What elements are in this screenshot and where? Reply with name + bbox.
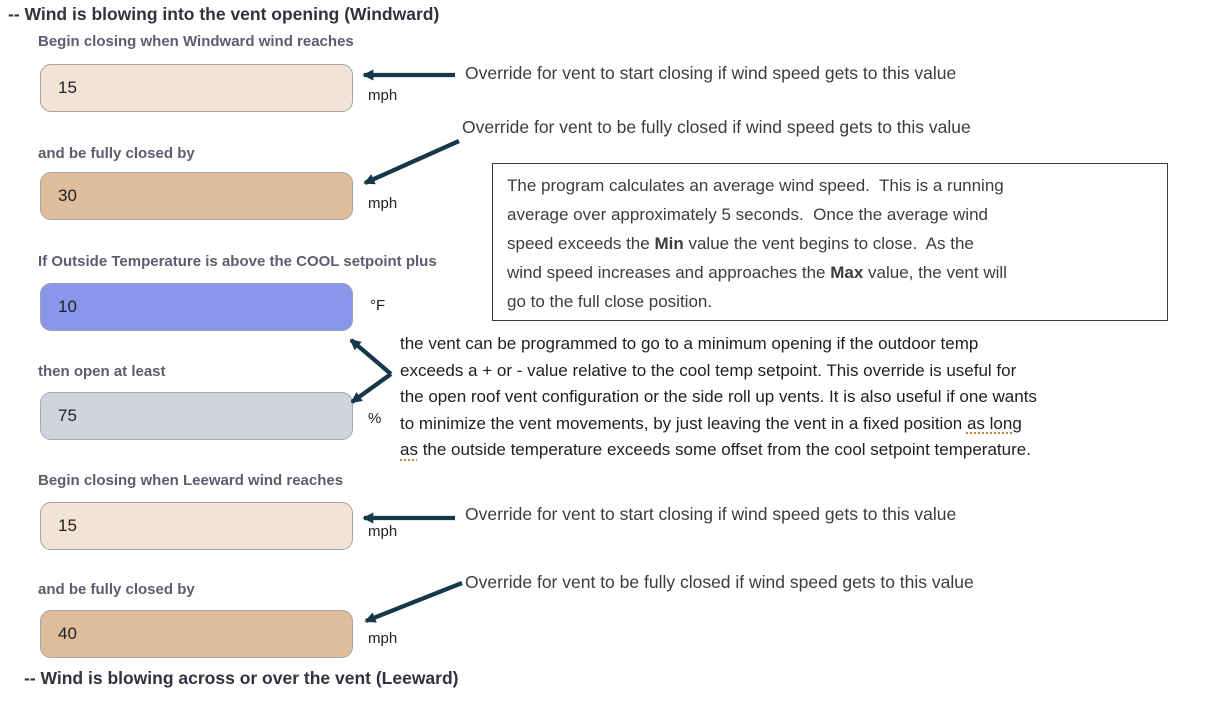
windward-fully-closed-input[interactable] [40,172,353,220]
note-line: speed exceeds the Min value the vent beg… [507,234,974,253]
leeward-begin-closing-annotation: Override for vent to start closing if wi… [465,504,957,524]
leeward-begin-closing-unit: mph [368,523,398,540]
wind-average-note-box: The program calculates an average wind s… [492,163,1168,321]
note-line: to minimize the vent movements, by just … [400,413,1022,433]
note-line: exceeds a + or - value relative to the c… [400,360,1017,380]
note-line: the vent can be programmed to go to a mi… [400,334,979,353]
windward-begin-closing-unit: mph [368,87,398,104]
cool-setpoint-offset-input[interactable] [40,283,353,331]
cool-setpoint-offset-unit: °F [370,297,386,314]
arrow-leeward-max [364,581,463,623]
note-line: go to the full close position. [507,292,713,311]
windward-fully-closed-unit: mph [368,195,398,212]
windward-begin-closing-input[interactable] [40,64,353,112]
arrow-min-open [350,372,393,404]
minimum-open-label: then open at least [38,363,166,380]
windward-fully-closed-label: and be fully closed by [38,145,195,162]
minimum-open-input[interactable] [40,392,353,440]
note-line: average over approximately 5 seconds. On… [507,205,988,224]
windward-fully-closed-annotation: Override for vent to be fully closed if … [462,117,971,137]
cool-setpoint-offset-label: If Outside Temperature is above the COOL… [38,253,437,270]
leeward-begin-closing-label: Begin closing when Leeward wind reaches [38,472,344,489]
leeward-section-heading: -- Wind is blowing across or over the ve… [24,668,459,688]
leeward-fully-closed-label: and be fully closed by [38,581,195,598]
note-line: as the outside temperature exceeds some … [400,440,1031,459]
note-line: the open roof vent configuration or the … [400,387,1037,406]
windward-begin-closing-label: Begin closing when Windward wind reaches [38,33,354,50]
leeward-fully-closed-unit: mph [368,630,398,647]
note-line: wind speed increases and approaches the … [507,263,1007,282]
minimum-open-note: the vent can be programmed to go to a mi… [400,331,1215,464]
note-line: The program calculates an average wind s… [507,176,1004,195]
windward-section-heading: -- Wind is blowing into the vent opening… [8,4,440,24]
windward-begin-closing-annotation: Override for vent to start closing if wi… [465,63,957,83]
leeward-fully-closed-annotation: Override for vent to be fully closed if … [465,572,974,592]
minimum-open-unit: % [368,410,382,427]
arrow-windward-max [363,139,460,185]
leeward-begin-closing-input[interactable] [40,502,353,550]
arrow-cool-offset [349,338,393,376]
leeward-fully-closed-input[interactable] [40,610,353,658]
